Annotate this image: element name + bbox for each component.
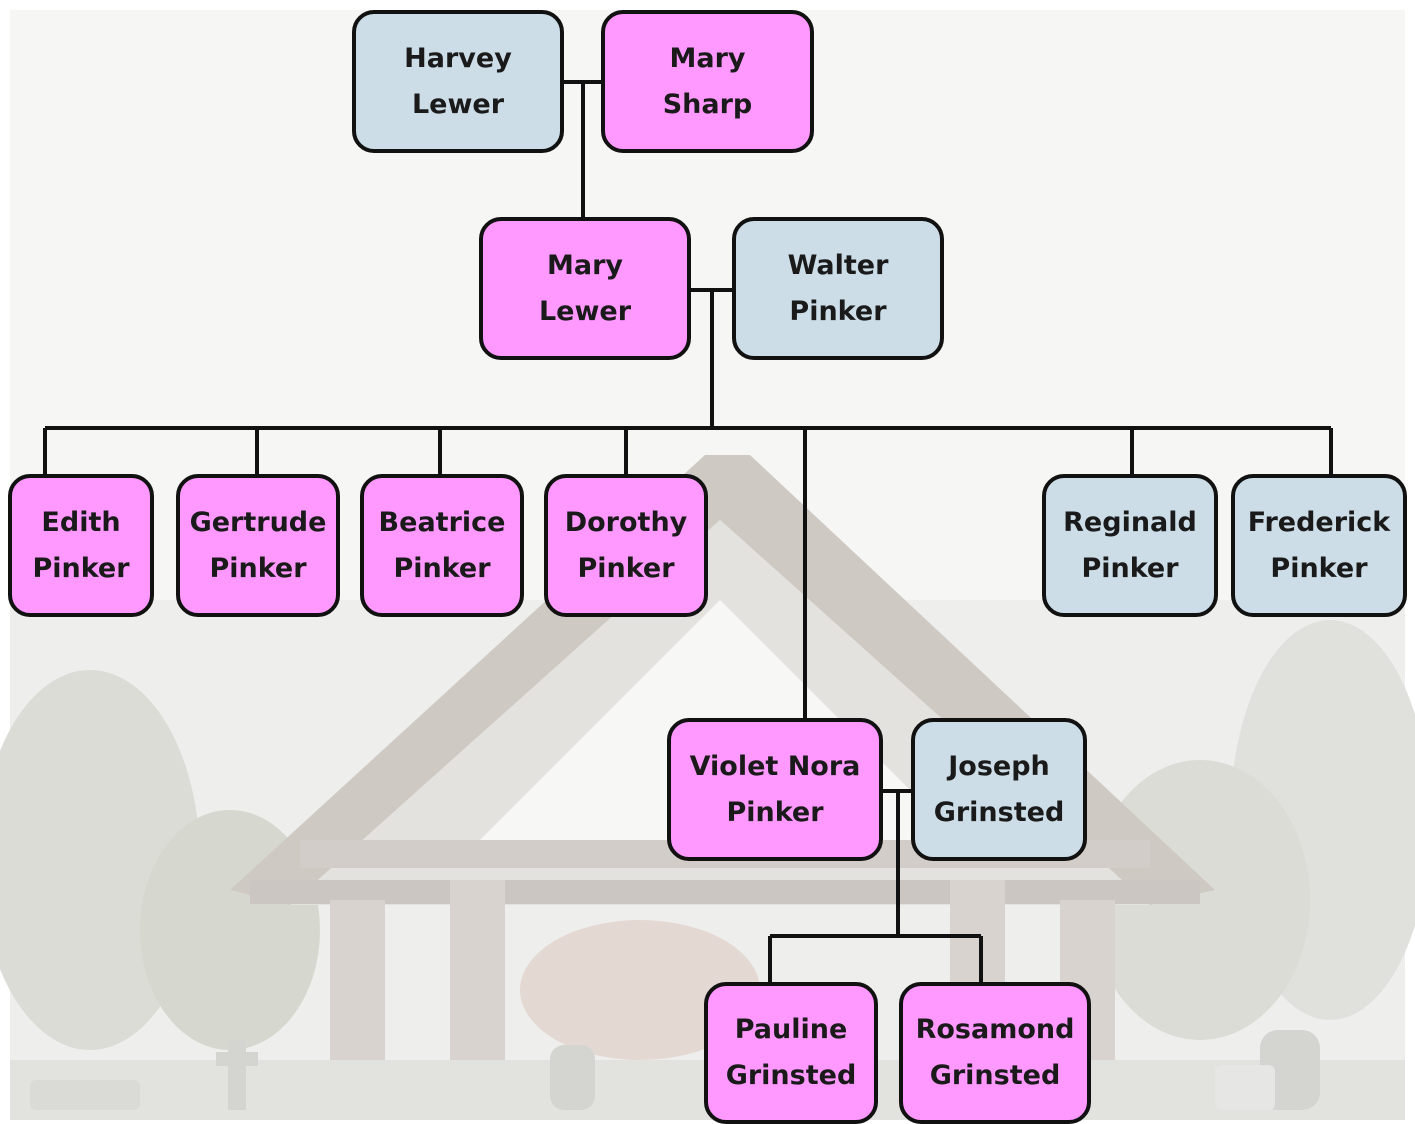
surname: Pinker — [209, 552, 307, 584]
surname: Pinker — [577, 552, 675, 584]
first-name: Violet Nora — [689, 750, 861, 782]
first-name: Mary — [546, 249, 623, 281]
first-name: Reginald — [1063, 506, 1197, 538]
surname: Pinker — [1081, 552, 1179, 584]
first-name: Mary — [669, 42, 746, 74]
first-name: Gertrude — [189, 506, 327, 538]
first-name: Dorothy — [564, 506, 688, 538]
first-name: Harvey — [404, 42, 512, 74]
first-name: Walter — [787, 249, 889, 281]
surname: Pinker — [32, 552, 130, 584]
first-name: Beatrice — [378, 506, 506, 538]
first-name: Joseph — [948, 750, 1050, 782]
surname: Sharp — [662, 88, 753, 120]
first-name: Rosamond — [915, 1014, 1075, 1045]
surname: Grinsted — [933, 796, 1065, 828]
surname: Pinker — [1270, 552, 1368, 584]
surname: Pinker — [789, 295, 887, 327]
first-name: Pauline — [734, 1014, 848, 1045]
surname: Lewer — [411, 88, 505, 120]
surname: Pinker — [726, 796, 824, 828]
surname: Grinsted — [725, 1060, 857, 1091]
surname: Grinsted — [929, 1060, 1061, 1091]
first-name: Frederick — [1247, 506, 1391, 538]
surname: Lewer — [538, 295, 632, 327]
surname: Pinker — [393, 552, 491, 584]
first-name: Edith — [41, 506, 121, 538]
